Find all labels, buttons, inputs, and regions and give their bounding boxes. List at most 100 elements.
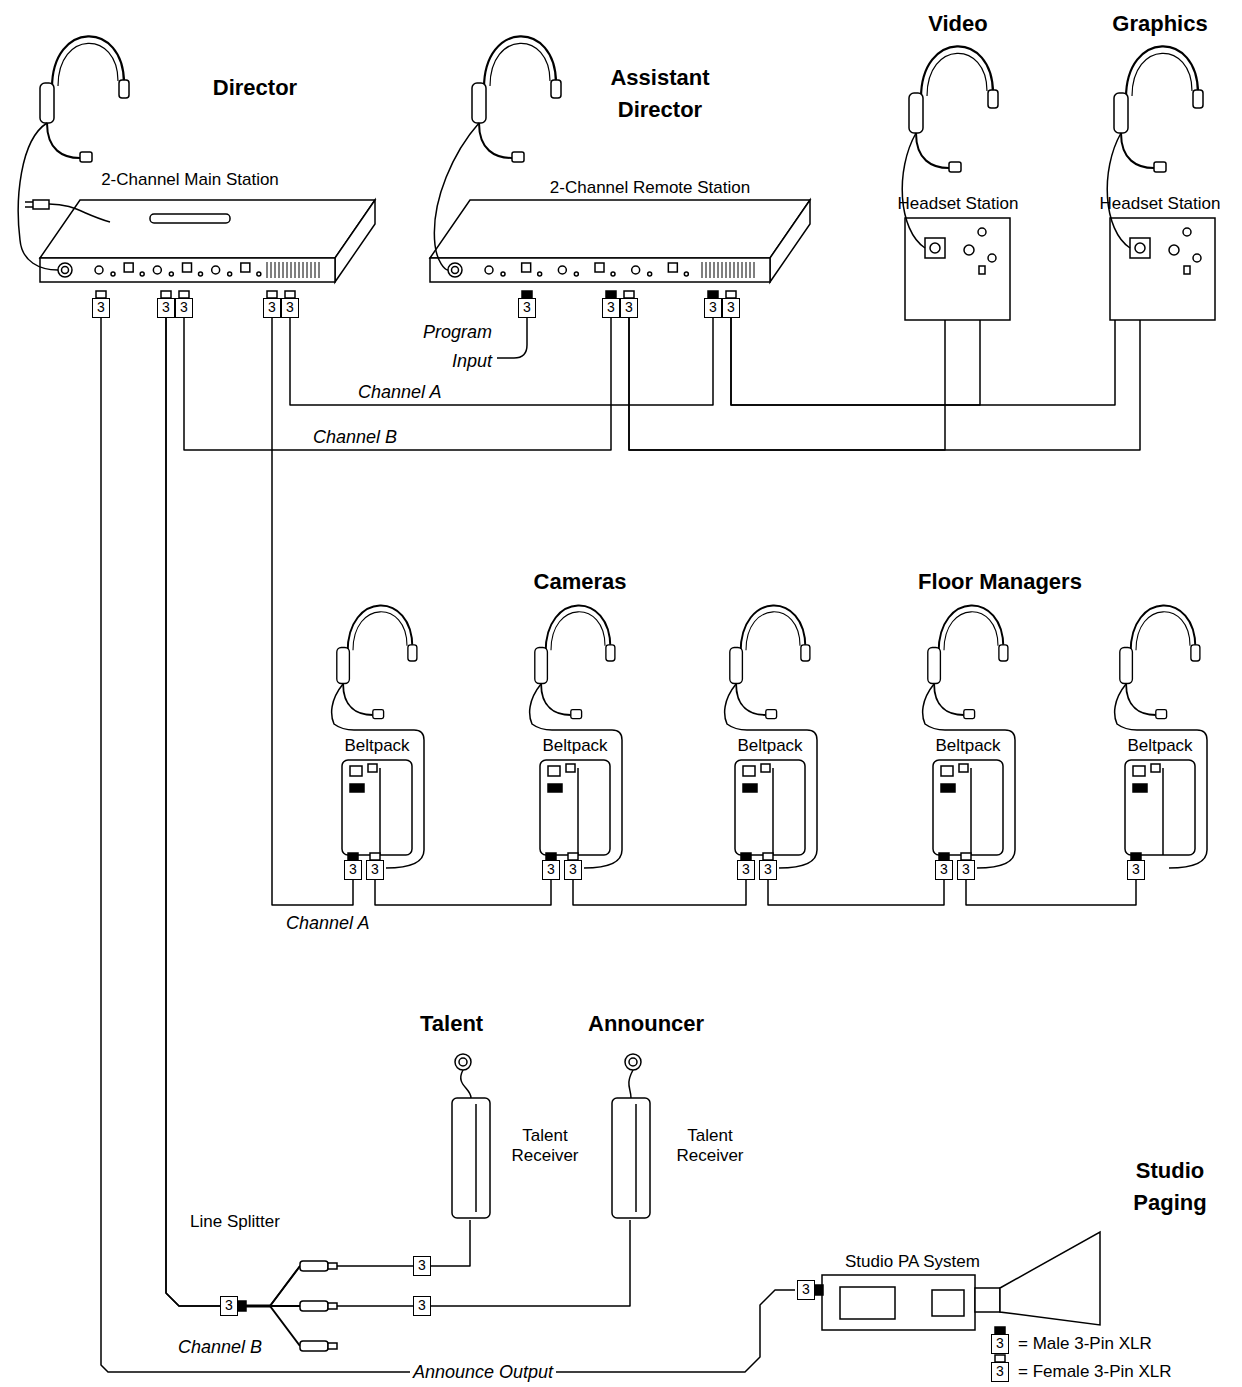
- indicator: [538, 272, 542, 276]
- vent-slot: [315, 262, 316, 278]
- intercom-cable: [101, 318, 795, 1372]
- headset-station-box: [1110, 218, 1215, 320]
- earcup: [928, 648, 941, 684]
- indicator: [140, 272, 144, 276]
- node-heading: Announcer: [588, 1008, 728, 1040]
- cable-label: Announce Output: [410, 1361, 556, 1383]
- knob: [632, 266, 640, 274]
- xlr-plug: [328, 1263, 337, 1269]
- talent-receiver: AnnouncerTalent Receiver: [588, 1008, 758, 1220]
- rack-top: [430, 200, 810, 258]
- power-plug: [33, 200, 49, 209]
- power-plug: [25, 206, 33, 208]
- ear-pad: [1191, 645, 1200, 661]
- intercom-cable: [375, 880, 551, 905]
- vent-slot: [706, 262, 707, 278]
- headset-cord: [725, 684, 817, 868]
- earcup: [472, 83, 486, 123]
- earpiece: [455, 1054, 471, 1070]
- beltpack-body: [933, 760, 1003, 855]
- speaker-horn: [1000, 1232, 1100, 1325]
- receiver-body: [452, 1098, 490, 1218]
- xlr-pin-count: 3: [281, 298, 299, 318]
- node-label: 2-Channel Main Station: [30, 170, 350, 190]
- xlr-pin-count: 3: [1127, 860, 1145, 880]
- vent-slot: [750, 262, 751, 278]
- intercom-cable: [573, 880, 746, 905]
- xlr-pin-count: 3: [366, 860, 384, 880]
- rack-front: [430, 258, 770, 282]
- button: [183, 263, 192, 272]
- headset-jack: [1130, 238, 1150, 258]
- male-pin-mark: [1131, 853, 1141, 860]
- vent-slot: [283, 262, 284, 278]
- headset-cord: [434, 123, 479, 270]
- xlr-pin-count: 3: [344, 860, 362, 880]
- earpiece: [629, 1058, 637, 1066]
- beltpack-seam: [772, 768, 774, 855]
- pa-box: [822, 1275, 975, 1330]
- node-label: 2-Channel Remote Station: [480, 178, 820, 198]
- beltpack: Beltpack: [725, 735, 817, 880]
- xlr-pin-count: 3: [620, 298, 638, 318]
- headband: [741, 606, 806, 652]
- beltpack-body: [735, 760, 805, 855]
- button: [350, 784, 364, 792]
- knob: [212, 266, 220, 274]
- xlr-plug: [300, 1341, 328, 1351]
- female-socket-mark: [624, 291, 634, 298]
- rack-side: [770, 200, 810, 282]
- male-pin-mark: [238, 1301, 246, 1311]
- xlr-plug: [300, 1301, 328, 1311]
- cable-label: Channel B: [175, 1336, 265, 1358]
- vent-slot: [714, 262, 715, 278]
- node-label: Beltpack: [530, 736, 620, 756]
- vent-slot: [279, 262, 280, 278]
- microphone: [512, 152, 524, 162]
- xlr-pin-count: 3: [602, 298, 620, 318]
- headset-icon: [535, 606, 615, 719]
- microphone: [1156, 710, 1167, 719]
- indicator: [684, 272, 688, 276]
- headset-station: GraphicsHeadset Station: [1095, 8, 1227, 320]
- vent-slot: [702, 262, 703, 278]
- xlr-pin-count: 3: [263, 298, 281, 318]
- intercom-cable: [166, 318, 630, 1306]
- studio-pa-system: Studio PA SystemStudio Paging: [795, 1150, 1235, 1332]
- rack-front: [40, 258, 335, 282]
- earcup: [909, 93, 923, 133]
- intercom-cable: [184, 318, 611, 450]
- ear-pad: [551, 80, 561, 98]
- microphone: [964, 710, 975, 719]
- female-socket-mark: [96, 291, 106, 298]
- headband: [551, 612, 605, 650]
- indicator: [648, 272, 652, 276]
- female-socket-mark: [995, 1355, 1005, 1362]
- headband: [1136, 612, 1190, 650]
- vent-slot: [742, 262, 743, 278]
- female-socket-mark: [763, 853, 773, 860]
- mic-boom: [541, 684, 571, 716]
- headband: [484, 36, 556, 88]
- headband: [1126, 46, 1198, 98]
- headband: [353, 612, 407, 650]
- power-plug: [25, 201, 33, 203]
- female-socket-mark: [179, 291, 189, 298]
- headset-cord: [923, 684, 1015, 868]
- earcup: [1120, 648, 1133, 684]
- indicator: [169, 272, 173, 276]
- node-heading: Director: [180, 72, 330, 104]
- headset-cord: [18, 123, 58, 270]
- vent-slot: [299, 262, 300, 278]
- talent-receiver: TalentTalent Receiver: [420, 1008, 587, 1220]
- knob: [964, 245, 974, 255]
- microphone: [766, 710, 777, 719]
- earcup: [40, 83, 54, 123]
- vent-slot: [275, 262, 276, 278]
- ear-pad: [119, 80, 129, 98]
- headband: [546, 606, 611, 652]
- headband: [348, 606, 413, 652]
- beltpack-seam: [970, 768, 972, 855]
- beltpack-body: [540, 760, 610, 855]
- xlr-pin-count: 3: [935, 860, 953, 880]
